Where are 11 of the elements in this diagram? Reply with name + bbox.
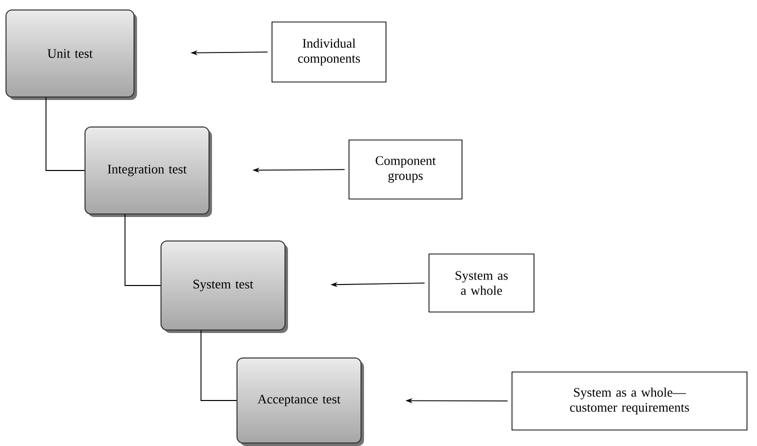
description-box: Individual components — [272, 22, 386, 82]
test-stage-box: Unit test — [6, 10, 137, 100]
test-stage-box: Integration test — [84, 126, 212, 217]
description-box: Component groups — [348, 140, 462, 200]
test-stage-box: System test — [160, 240, 288, 333]
connector-line — [46, 97, 85, 171]
description-box: System as a whole — [428, 254, 534, 312]
test-stage-box: Acceptance test — [236, 358, 364, 446]
connector-line — [200, 330, 237, 401]
connector-line — [124, 214, 161, 286]
description-box: System as a whole— customer requirements — [512, 372, 748, 430]
